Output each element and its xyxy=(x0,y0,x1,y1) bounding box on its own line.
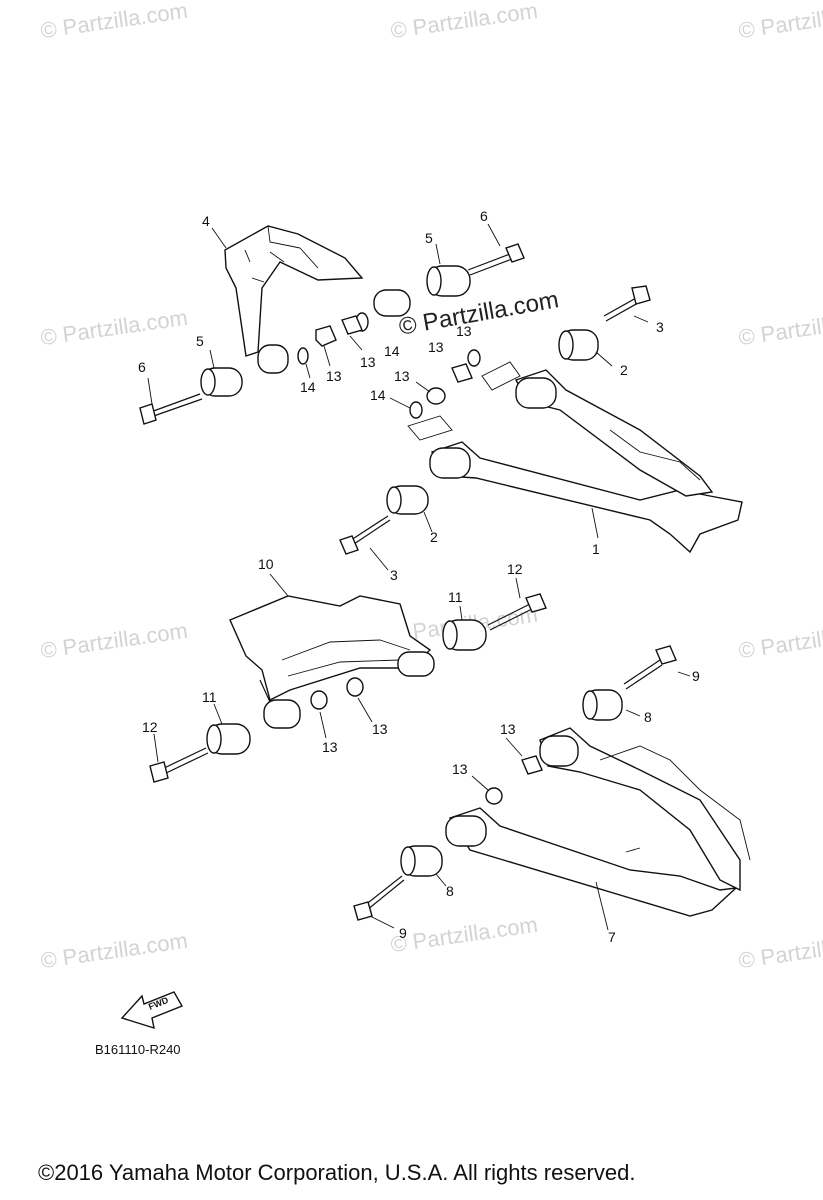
callout-2: 2 xyxy=(430,529,438,545)
callout-14: 14 xyxy=(300,379,316,395)
callout-10: 10 xyxy=(258,556,274,572)
callout-3: 3 xyxy=(390,567,398,583)
callout-5: 5 xyxy=(425,230,433,246)
callout-8: 8 xyxy=(644,709,652,725)
diagram-code: B161110-R240 xyxy=(95,1042,181,1057)
upper-arm-bushings xyxy=(339,285,651,555)
upper-bushing-assembly-right xyxy=(341,243,525,335)
upper-bushing-assembly-left xyxy=(139,325,337,425)
callout-11: 11 xyxy=(448,589,463,605)
leader-lines xyxy=(147,223,691,931)
callout-1: 1 xyxy=(592,541,600,557)
callout-7: 7 xyxy=(608,929,616,945)
callout-12: 12 xyxy=(142,719,158,735)
callout-2: 2 xyxy=(620,362,628,378)
callout-9: 9 xyxy=(399,925,407,941)
callout-13: 13 xyxy=(394,368,410,384)
callout-9: 9 xyxy=(692,668,700,684)
callout-5: 5 xyxy=(196,333,204,349)
callout-3: 3 xyxy=(656,319,664,335)
callout-13: 13 xyxy=(360,354,376,370)
upper-frame-bracket xyxy=(224,225,364,357)
callout-13: 13 xyxy=(428,339,444,355)
callout-13: 13 xyxy=(500,721,516,737)
callout-13: 13 xyxy=(456,323,472,339)
callout-14: 14 xyxy=(384,343,400,359)
callout-numbers: 1 2 2 3 3 4 5 5 6 6 7 8 8 9 9 10 11 11 1… xyxy=(138,208,700,945)
callout-6: 6 xyxy=(480,208,488,224)
callout-13: 13 xyxy=(322,739,338,755)
lower-bracket-bushings xyxy=(149,593,547,783)
callout-13: 13 xyxy=(326,368,342,384)
callout-6: 6 xyxy=(138,359,146,375)
callout-12: 12 xyxy=(507,561,523,577)
callout-13: 13 xyxy=(452,761,468,777)
upper-a-arm xyxy=(429,369,743,554)
callout-14: 14 xyxy=(370,387,386,403)
copyright-notice: ©2016 Yamaha Motor Corporation, U.S.A. A… xyxy=(38,1160,636,1185)
lower-a-arm xyxy=(445,727,751,917)
callout-11: 11 xyxy=(202,689,217,705)
callout-4: 4 xyxy=(202,213,210,229)
lower-arm-bushings xyxy=(353,645,677,921)
callout-13: 13 xyxy=(372,721,388,737)
callout-8: 8 xyxy=(446,883,454,899)
lower-frame-bracket xyxy=(229,595,435,729)
fwd-arrow-icon: FWD xyxy=(120,991,184,1030)
